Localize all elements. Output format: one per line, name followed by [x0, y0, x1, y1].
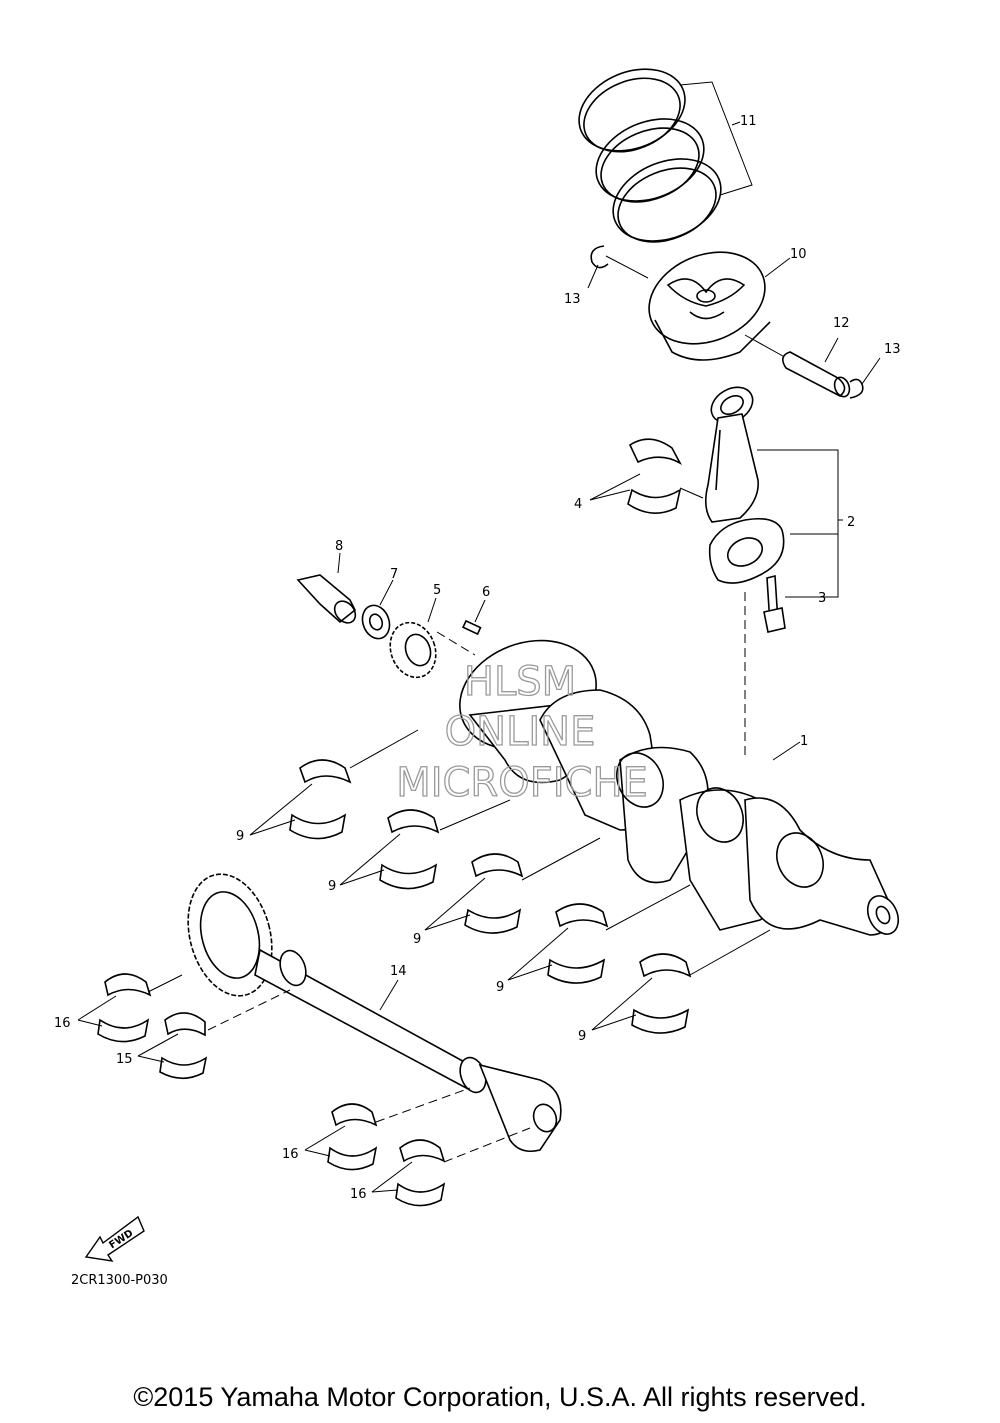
- callout-15: 15: [116, 1052, 133, 1067]
- callout-11: 11: [740, 114, 757, 129]
- copyright-notice: ©2015 Yamaha Motor Corporation, U.S.A. A…: [133, 1382, 867, 1412]
- callout-16-c: 16: [350, 1187, 367, 1202]
- fwd-arrow-icon: FWD: [84, 1215, 145, 1262]
- watermark-line-1: HLSM: [464, 659, 576, 705]
- callout-10: 10: [790, 247, 807, 262]
- watermark-line-3: MICROFICHE: [396, 760, 648, 806]
- callout-9-d: 9: [496, 980, 504, 995]
- callout-13-a: 13: [564, 292, 581, 307]
- piston-pin: [744, 334, 851, 398]
- watermark: HLSM ONLINE MICROFICHE: [396, 658, 649, 806]
- callout-14: 14: [390, 964, 407, 979]
- balancer-bushing: [137, 989, 291, 1080]
- callout-16-a: 16: [54, 1016, 71, 1031]
- piston-pin-clip-left: [587, 245, 649, 289]
- callout-7: 7: [390, 567, 398, 582]
- callout-6: 6: [482, 585, 490, 600]
- crankshaft: [436, 592, 900, 936]
- crankshaft-bolt: [296, 552, 357, 624]
- watermark-line-2: ONLINE: [445, 709, 596, 755]
- piston: [648, 251, 791, 361]
- main-bearing-set-2: [339, 799, 511, 890]
- callout-9-a: 9: [236, 829, 244, 844]
- rod-bearing: [589, 438, 704, 514]
- rod-bolt: [763, 574, 812, 633]
- callout-13-b: 13: [884, 342, 901, 357]
- connecting-rod: [704, 386, 785, 584]
- piston-rings: [578, 68, 722, 243]
- callout-4: 4: [574, 497, 582, 512]
- callout-3: 3: [818, 591, 826, 606]
- leader-2: [757, 449, 843, 598]
- main-bearing-set-1: [249, 729, 419, 840]
- balancer-bearing-rear-1: [304, 1087, 471, 1171]
- callout-9-b: 9: [328, 879, 336, 894]
- callout-5: 5: [433, 583, 441, 598]
- main-bearing-set-5: [591, 929, 771, 1034]
- woodruff-key: [461, 599, 486, 636]
- callout-9-c: 9: [413, 932, 421, 947]
- balancer-bearing-front: [77, 973, 183, 1043]
- piston-pin-clip-right: [849, 357, 881, 399]
- primary-drive-gear: [389, 597, 437, 679]
- callout-12: 12: [833, 316, 850, 331]
- callout-16-b: 16: [282, 1147, 299, 1162]
- callout-9-e: 9: [578, 1029, 586, 1044]
- callout-8: 8: [335, 539, 343, 554]
- main-bearing-set-4: [507, 884, 691, 984]
- balancer-shaft: [187, 873, 562, 1153]
- main-bearing-set-3: [424, 837, 601, 934]
- callout-1: 1: [800, 734, 808, 749]
- balancer-bearing-rear-2: [371, 1127, 531, 1207]
- leader-11: [679, 81, 753, 196]
- washer: [361, 579, 394, 640]
- callout-2: 2: [847, 515, 855, 530]
- callout-labels: 1 2 3 4 5 6 7 8 9 9 9 9 9 10 11 12 13 13…: [54, 114, 901, 1202]
- diagram-code: 2CR1300-P030: [71, 1273, 168, 1288]
